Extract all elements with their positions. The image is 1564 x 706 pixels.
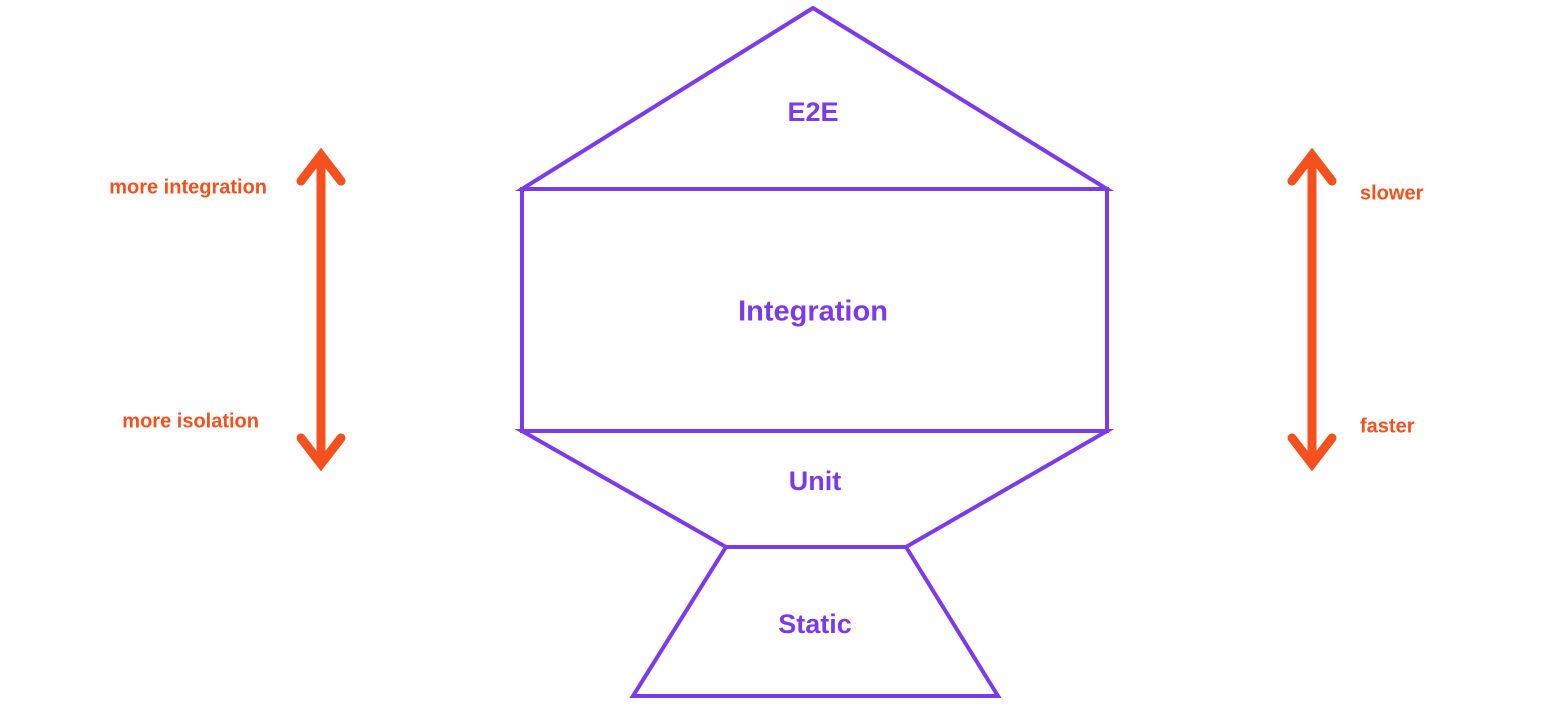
- more-integration-label: more integration: [109, 176, 267, 198]
- faster-label: faster: [1360, 415, 1415, 437]
- static-label: Static: [778, 609, 852, 639]
- trophy-shapes: [514, 5, 1115, 698]
- more-isolation-label: more isolation: [122, 410, 259, 432]
- left-axis-arrow-head-up: [296, 147, 346, 186]
- right-axis-arrow-head-up: [1287, 147, 1337, 186]
- integration-label: Integration: [738, 296, 888, 328]
- slower-label: slower: [1360, 182, 1424, 204]
- unit-label: Unit: [789, 466, 841, 496]
- right-axis-arrow-head-down: [1287, 433, 1337, 472]
- layer-labels: E2E Integration Unit Static: [738, 97, 888, 639]
- left-axis-group: more integration more isolation: [109, 147, 346, 472]
- right-axis-group: slower faster: [1287, 147, 1424, 472]
- left-axis-arrow-head-down: [296, 433, 346, 472]
- static-trapezoid-shape[interactable]: [629, 545, 1002, 698]
- e2e-label: E2E: [787, 97, 838, 127]
